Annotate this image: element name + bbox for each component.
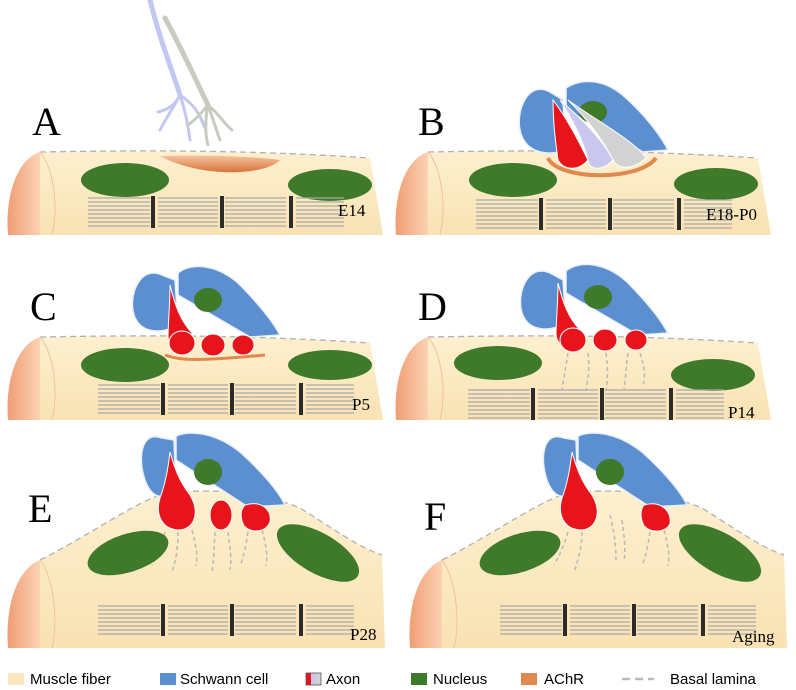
axon-swatch [305, 672, 322, 686]
nucleus-swatch [411, 673, 427, 685]
nucleus [469, 163, 557, 197]
legend-label: Basal lamina [670, 671, 757, 688]
nucleus [276, 524, 360, 582]
panel-c: C P5 [6, 265, 384, 421]
junctional-folds [561, 352, 646, 392]
stage-label: P5 [352, 395, 370, 414]
nucleus [671, 359, 755, 391]
axon-terminals [555, 282, 648, 353]
achr-trough [546, 156, 658, 178]
legend-label: Muscle fiber [30, 671, 111, 688]
axon-terminals [167, 284, 255, 357]
axon-terminals [157, 451, 271, 532]
nucleus [584, 285, 612, 309]
panel-d: D P14 [394, 263, 772, 422]
schwann-cell [565, 80, 670, 153]
legend: Muscle fiber Schwann cell Axon Nucleus A… [8, 671, 757, 688]
nucleus [674, 168, 758, 200]
stage-label: E14 [338, 201, 366, 220]
panel-letter: B [418, 99, 445, 144]
schwann-cell [565, 263, 670, 336]
nucleus [194, 288, 222, 312]
nucleus [194, 459, 222, 485]
stage-label: Aging [732, 627, 775, 646]
achr-patch [160, 155, 280, 173]
nucleus [678, 524, 762, 582]
stage-label: E18-P0 [706, 205, 757, 224]
pale-axons [147, 0, 234, 147]
junctional-folds [553, 514, 670, 573]
legend-label: AChR [544, 671, 584, 688]
legend-label: Nucleus [433, 671, 487, 688]
nucleus [288, 169, 372, 201]
panel-letter: A [32, 99, 61, 144]
schwann-cell [175, 432, 287, 508]
panel-letter: D [418, 284, 447, 329]
nucleus [288, 350, 372, 380]
legend-label: Axon [326, 671, 360, 688]
stage-label: P14 [728, 403, 755, 422]
panel-b: B E18-P0 [394, 80, 772, 236]
panel-a: A E14 [6, 0, 384, 236]
axon-terminals [559, 451, 671, 532]
schwann-cell-swatch [160, 673, 176, 685]
nucleus [479, 530, 561, 576]
panel-e: E P28 [6, 432, 386, 649]
nucleus [81, 163, 169, 197]
panel-f: F Aging [408, 432, 788, 649]
achr-band [164, 353, 266, 361]
nucleus [81, 348, 169, 382]
nucleus [454, 346, 542, 380]
nucleus [87, 530, 169, 576]
legend-label: Schwann cell [180, 671, 268, 688]
panel-letter: E [28, 486, 52, 531]
stage-label: P28 [350, 625, 376, 644]
panel-letter: F [424, 494, 446, 539]
panel-letter: C [30, 284, 57, 329]
schwann-cell [577, 432, 689, 508]
achr-swatch [521, 673, 537, 685]
muscle-fiber-swatch [8, 673, 24, 685]
axon-bundle [552, 98, 647, 169]
nucleus [596, 459, 624, 485]
schwann-cell [177, 265, 282, 338]
